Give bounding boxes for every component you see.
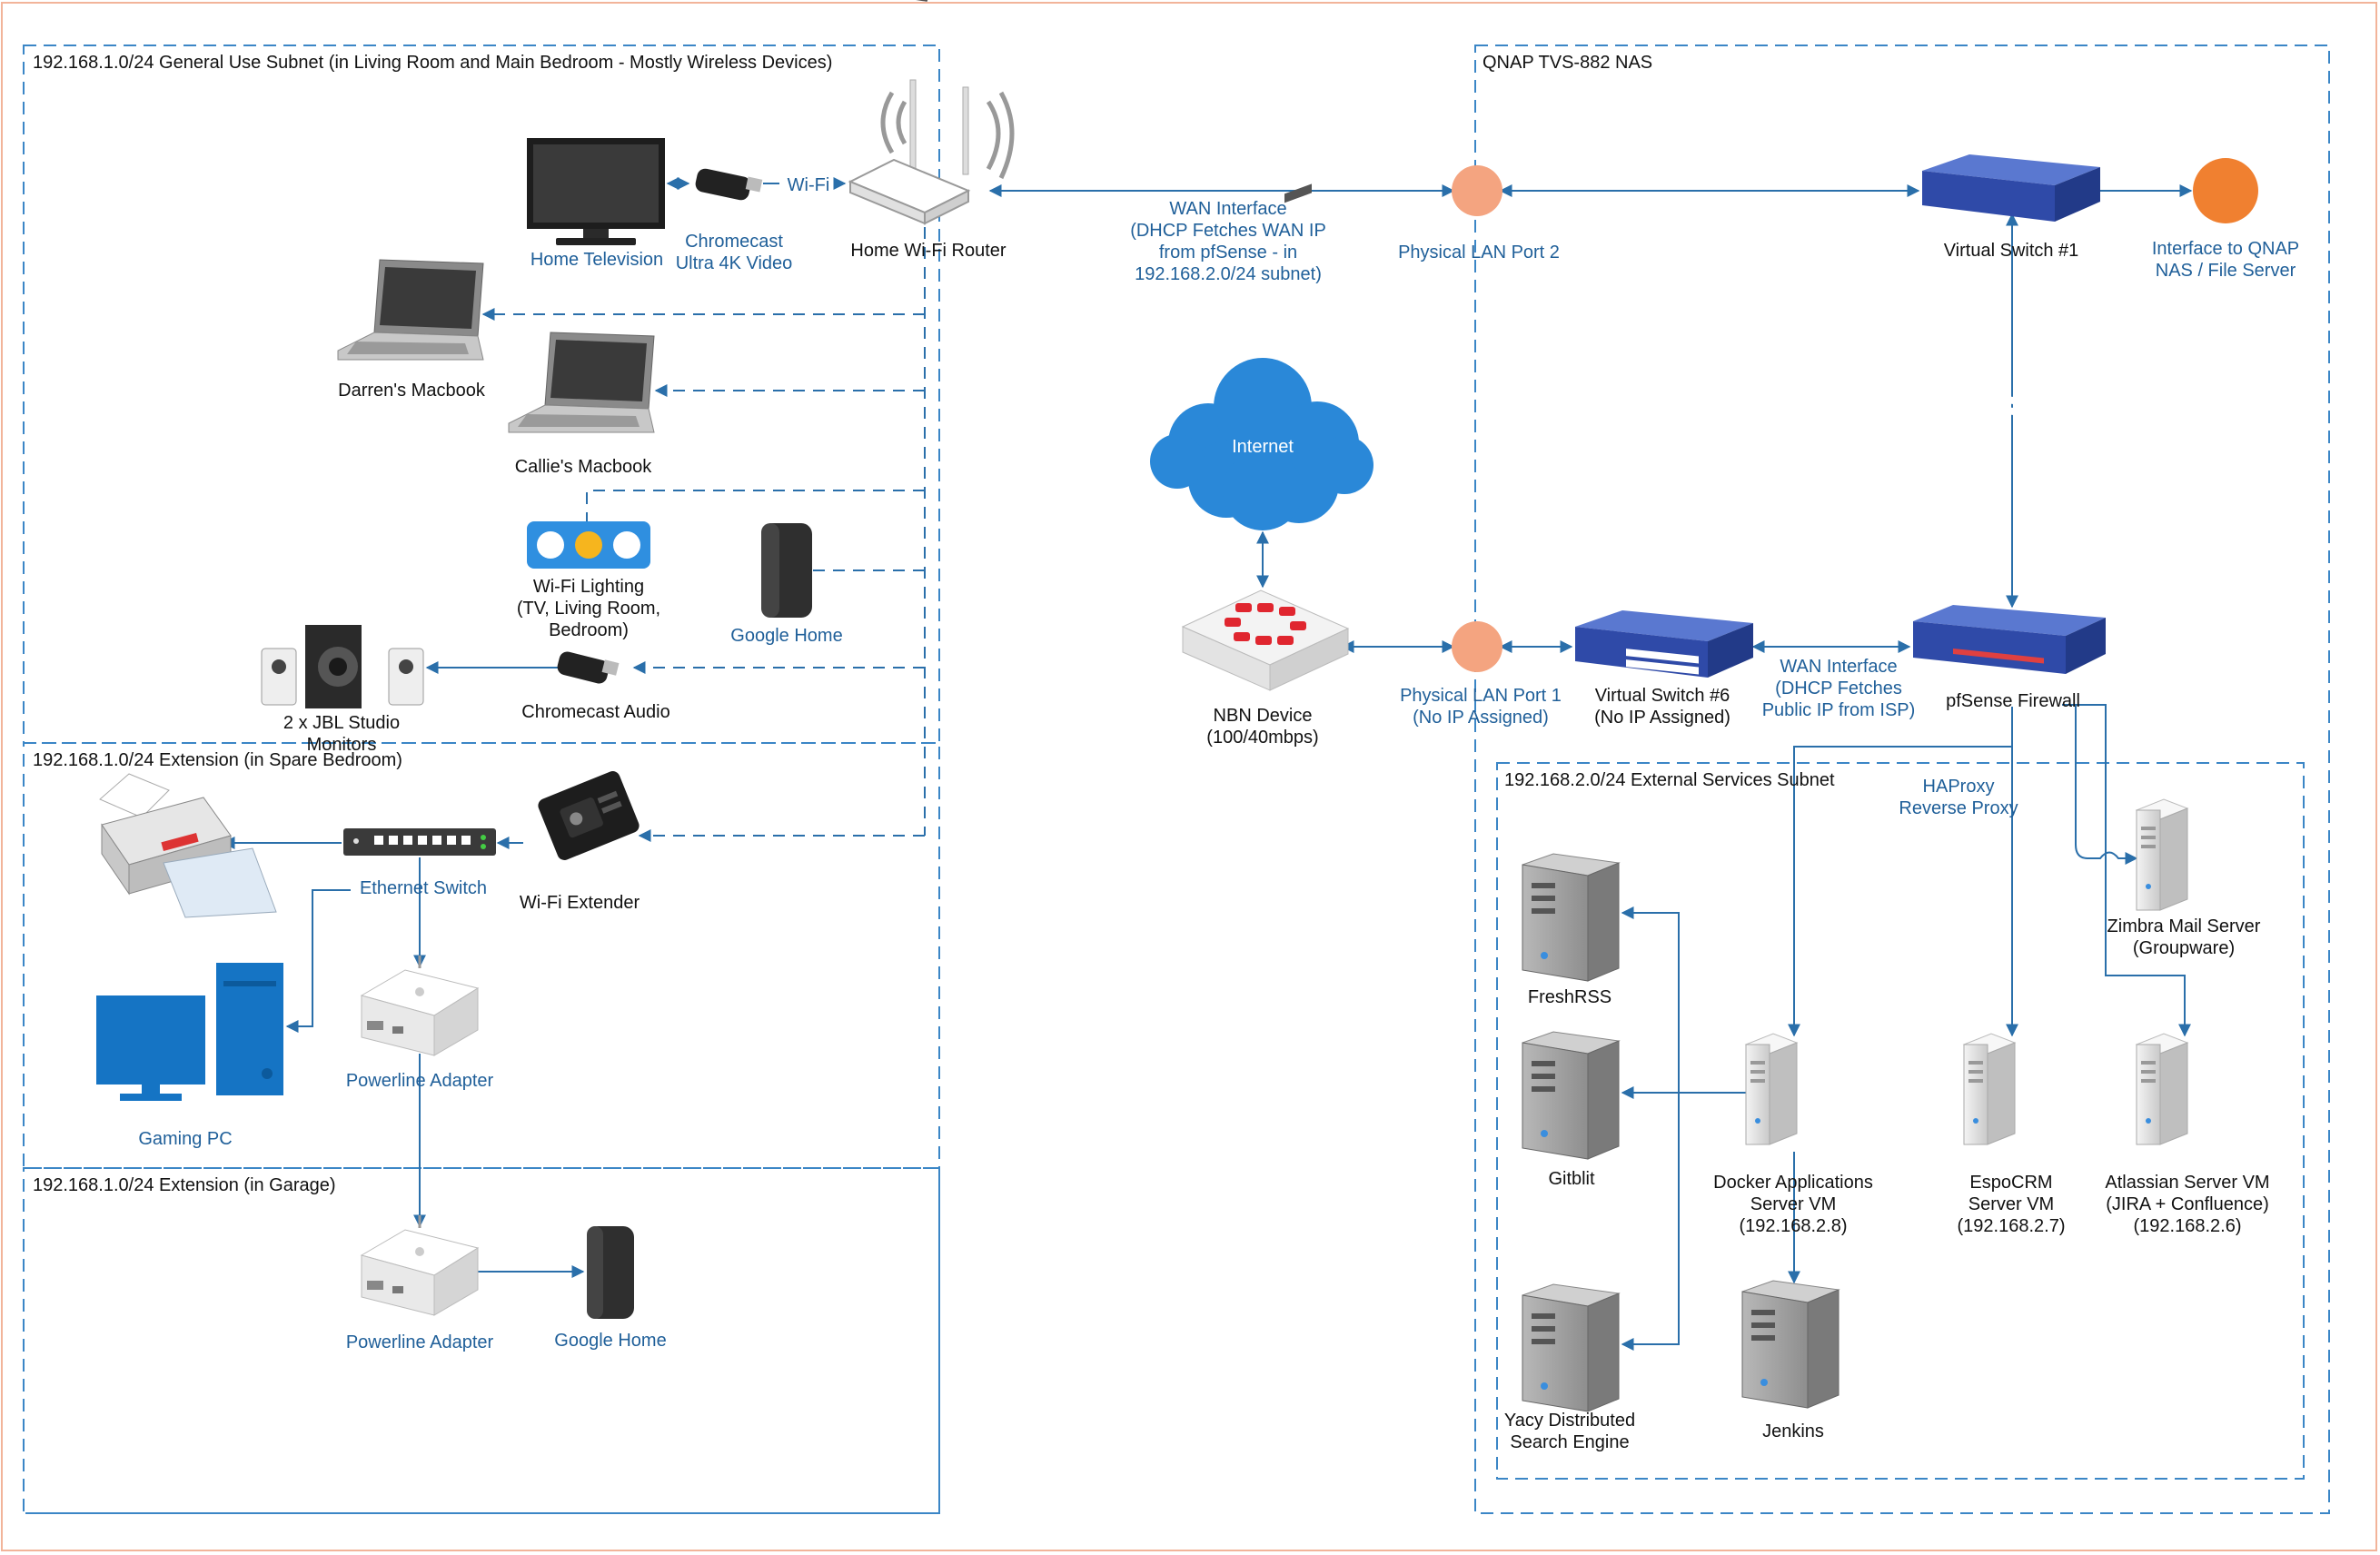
nbn-device-label: NBN Device(100/40mbps) <box>1206 706 1319 748</box>
atlassian-label: Atlassian Server VM(JIRA + Confluence)(1… <box>2105 1173 2270 1236</box>
edge-pfsense-atlassian <box>2076 704 2191 1037</box>
zone-external-border <box>1496 762 2305 1480</box>
server-icon <box>1741 1280 1840 1409</box>
zone-nas-border <box>1474 45 2330 1514</box>
gaming-pc-icon <box>96 963 283 1101</box>
television-icon <box>527 138 665 245</box>
edge-pfsense-zimbra <box>2062 704 2138 865</box>
zone-general-border <box>23 45 940 744</box>
chromecast-audio-icon <box>557 651 620 684</box>
server-icon <box>1962 1033 2017 1145</box>
zone-nas-title: QNAP TVS-882 NAS <box>1483 53 1653 73</box>
laptop-icon <box>337 259 484 361</box>
zone-external-title: 192.168.2.0/24 External Services Subnet <box>1504 770 1835 790</box>
virtual-switch-1-icon <box>1922 154 2100 419</box>
qnap-interface-icon <box>2193 158 2258 223</box>
zone-spare-title: 192.168.1.0/24 Extension (in Spare Bedro… <box>33 750 402 770</box>
lan-port-2-label: Physical LAN Port 2 <box>1398 243 1560 262</box>
virtual-switch-6-icon <box>1575 610 1753 678</box>
lan-port-1-icon <box>1452 621 1502 672</box>
callie-macbook-label: Callie's Macbook <box>514 457 652 477</box>
lan-port-1-label: Physical LAN Port 1(No IP Assigned) <box>1400 686 1562 728</box>
darren-macbook-label: Darren's Macbook <box>338 381 485 401</box>
zimbra-label: Zimbra Mail Server(Groupware) <box>2107 916 2261 958</box>
google-home-label: Google Home <box>730 626 843 646</box>
svg-text:Wi-Fi: Wi-Fi <box>905 175 934 189</box>
server-icon <box>1522 853 1621 982</box>
wifi-router-icon: Wi-Fi <box>848 0 1015 225</box>
vswitch-6-label: Virtual Switch #6(No IP Assigned) <box>1594 686 1730 728</box>
nbn-device-icon <box>1181 183 1350 691</box>
chromecast-audio-label: Chromecast Audio <box>521 702 670 722</box>
server-icon <box>2135 1033 2189 1145</box>
gitblit-label: Gitblit <box>1548 1169 1595 1189</box>
chromecast-video-icon <box>695 168 763 201</box>
printer-icon <box>99 773 277 918</box>
lan-port-2-icon <box>1452 165 1502 216</box>
internet-label: Internet <box>1232 437 1294 457</box>
edge-wifi-lighting <box>586 490 925 521</box>
gaming-pc-label: Gaming PC <box>138 1129 233 1149</box>
wifi-edge-label: Wi-Fi <box>787 175 830 195</box>
edge-switch-gamingpc <box>285 889 351 1033</box>
wifi-lighting-icon <box>527 521 650 569</box>
zone-general-title: 192.168.1.0/24 General Use Subnet (in Li… <box>33 53 833 73</box>
edge-docker-yacy <box>1621 1093 1680 1351</box>
laptop-icon <box>508 332 655 433</box>
wifi-lighting-label: Wi-Fi Lighting(TV, Living Room,Bedroom) <box>516 577 661 640</box>
server-icon <box>1522 1283 1621 1412</box>
jenkins-label: Jenkins <box>1762 1421 1824 1441</box>
google-home-garage-label: Google Home <box>554 1331 667 1351</box>
server-icon <box>1522 1031 1621 1160</box>
wifi-extender-label: Wi-Fi Extender <box>519 893 640 913</box>
pfsense-firewall-icon <box>1913 605 2106 674</box>
freshrss-label: FreshRSS <box>1527 987 1612 1007</box>
edge-docker-freshrss <box>1621 906 1746 1094</box>
zone-garage-title: 192.168.1.0/24 Extension (in Garage) <box>33 1175 336 1195</box>
google-home-icon <box>587 1226 634 1319</box>
ethernet-switch-label: Ethernet Switch <box>359 878 488 898</box>
speakers-icon <box>261 625 424 708</box>
wifi-router-label: Home Wi-Fi Router <box>850 241 1007 261</box>
google-home-icon <box>761 523 812 618</box>
home-tv-label: Home Television <box>530 250 664 270</box>
vswitch-1-label: Virtual Switch #1 <box>1943 241 2079 261</box>
pfsense-label: pfSense Firewall <box>1946 691 2080 711</box>
powerline-1-label: Powerline Adapter <box>345 1071 494 1091</box>
edge-pfsense-docker <box>1788 707 2013 1037</box>
ethernet-switch-icon <box>343 828 496 856</box>
powerline-adapter-icon <box>360 956 480 1056</box>
server-icon <box>2135 798 2189 911</box>
internet-cloud-icon <box>1150 358 1373 530</box>
zone-spare-border <box>23 742 940 1169</box>
powerline-2-label: Powerline Adapter <box>345 1332 494 1352</box>
powerline-adapter-icon <box>360 1215 480 1316</box>
wifi-extender-icon <box>538 771 640 860</box>
server-icon <box>1744 1033 1799 1145</box>
